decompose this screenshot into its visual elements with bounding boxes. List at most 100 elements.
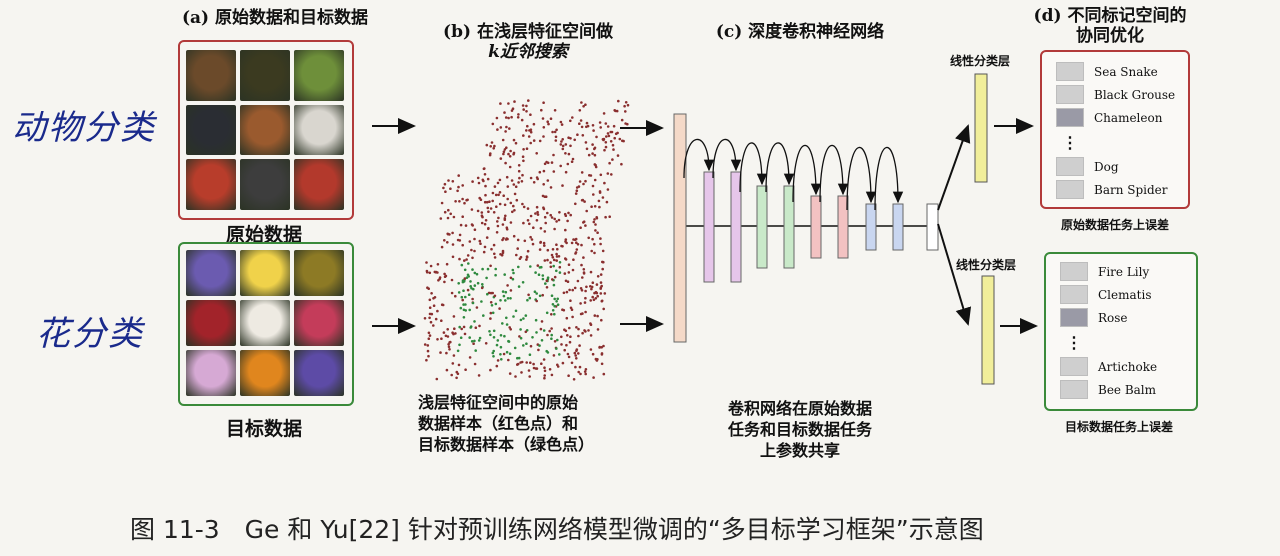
- target-sample-point: [492, 336, 496, 339]
- source-sample-point: [449, 187, 452, 190]
- source-sample-point: [566, 219, 569, 223]
- target-sample-point: [494, 267, 498, 271]
- source-sample-point: [605, 200, 609, 204]
- source-sample-point: [497, 193, 500, 197]
- source-sample-point: [529, 344, 533, 348]
- source-sample-point: [426, 349, 430, 353]
- source-sample-point: [529, 130, 533, 134]
- source-sample-point: [610, 130, 614, 134]
- source-sample-point: [480, 286, 484, 290]
- source-sample-point: [580, 243, 583, 247]
- source-sample-point: [570, 308, 574, 312]
- section-b-note: 浅层特征空间中的原始 数据样本（红色点）和 目标数据样本（绿色点）: [418, 392, 638, 455]
- source-sample-point: [542, 126, 546, 129]
- source-sample-point: [490, 247, 493, 251]
- target-output-panel: Fire Lily Clematis Rose ⋮ Artichoke Bee …: [1044, 252, 1198, 411]
- source-sample-point: [489, 145, 493, 148]
- source-sample-point: [563, 348, 566, 352]
- source-sample-point: [594, 297, 598, 300]
- source-sample-point: [463, 201, 466, 205]
- source-sample-point: [612, 148, 615, 151]
- target-sample-point: [556, 297, 559, 301]
- source-sample-point: [506, 284, 509, 287]
- source-sample-point: [584, 310, 587, 314]
- source-sample-point: [552, 354, 556, 357]
- source-sample-point: [582, 105, 585, 108]
- source-sample-point: [560, 244, 563, 248]
- target-sample-point: [504, 299, 507, 302]
- source-sample-point: [529, 141, 532, 145]
- source-sample-point: [598, 191, 602, 194]
- source-sample-point: [578, 344, 581, 347]
- source-sample-point: [606, 125, 610, 128]
- source-sample-point: [517, 164, 521, 167]
- source-sample-point: [550, 373, 554, 377]
- source-sample-point: [512, 138, 516, 142]
- source-sample-point: [512, 234, 516, 238]
- source-sample-point: [499, 102, 502, 105]
- source-sample-point: [480, 221, 484, 225]
- ellipsis-icon: ⋮: [1066, 332, 1082, 352]
- source-sample-point: [546, 179, 550, 182]
- source-sample-point: [513, 192, 517, 196]
- source-sample-point: [549, 265, 553, 269]
- source-sample-point: [461, 197, 464, 201]
- list-item: Sea Snake: [1056, 60, 1175, 83]
- skip-connection-arc: [846, 146, 877, 211]
- target-sample-point: [517, 265, 520, 269]
- source-sample-point: [535, 205, 539, 209]
- source-sample-point: [520, 180, 524, 183]
- source-sample-point: [461, 243, 465, 247]
- source-sample-point: [523, 239, 527, 243]
- source-sample-point: [489, 264, 492, 268]
- source-sample-point: [543, 374, 546, 377]
- source-sample-point: [496, 359, 500, 362]
- source-sample-point: [604, 122, 608, 125]
- source-sample-point: [594, 165, 598, 169]
- source-sample-point: [425, 261, 428, 264]
- source-sample-point: [551, 130, 554, 134]
- source-sample-point: [561, 144, 565, 148]
- source-sample-point: [553, 217, 556, 221]
- source-sample-point: [543, 376, 546, 380]
- cnn-layer: [865, 203, 877, 251]
- source-sample-point: [502, 152, 505, 156]
- skip-connection-arc: [792, 144, 822, 203]
- source-sample-point: [584, 296, 587, 300]
- source-sample-point: [445, 351, 448, 355]
- target-sample-point: [505, 350, 509, 354]
- source-sample-point: [548, 368, 552, 371]
- source-sample-point: [584, 103, 587, 106]
- source-sample-point: [491, 191, 495, 195]
- source-sample-point: [484, 219, 488, 222]
- source-sample-point: [589, 334, 593, 337]
- source-sample-point: [540, 108, 543, 112]
- target-sample-point: [457, 282, 461, 285]
- target-sample-point: [502, 294, 506, 298]
- source-sample-point: [518, 335, 521, 338]
- source-sample-point: [536, 177, 539, 181]
- target-sample-point: [535, 331, 538, 334]
- source-sample-point: [495, 205, 498, 208]
- target-sample-point: [462, 289, 465, 293]
- source-sample-point: [584, 289, 587, 293]
- source-sample-point: [569, 213, 572, 217]
- source-sample-point: [594, 357, 598, 361]
- source-sample-point: [516, 116, 520, 119]
- class-label: Artichoke: [1098, 359, 1158, 374]
- source-sample-point: [574, 251, 578, 254]
- class-label: Barn Spider: [1094, 182, 1168, 197]
- target-sample-point: [456, 349, 460, 353]
- source-sample-point: [497, 216, 500, 220]
- source-sample-point: [494, 193, 498, 197]
- source-sample-point: [430, 292, 433, 295]
- source-data-label: 原始数据: [225, 224, 302, 246]
- source-sample-point: [579, 312, 583, 316]
- source-sample-point: [538, 139, 542, 143]
- section-c-note-line: 任务和目标数据任务: [727, 420, 872, 439]
- source-sample-point: [502, 194, 506, 197]
- class-label: Sea Snake: [1094, 64, 1158, 79]
- cnn-layer: [703, 171, 715, 283]
- source-sample-point: [501, 223, 505, 226]
